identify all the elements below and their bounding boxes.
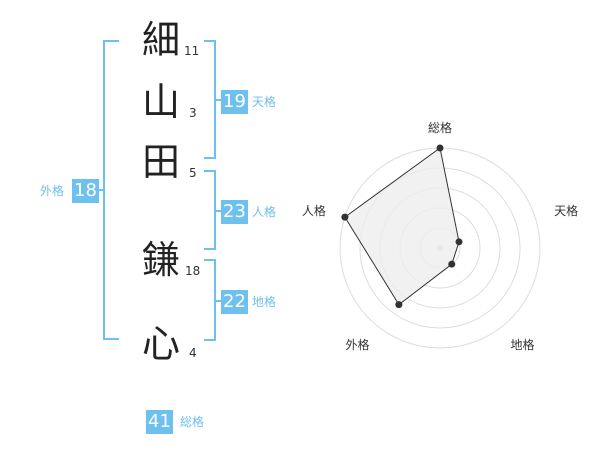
stroke-count-5: 4 — [189, 346, 197, 360]
name-char-2: 山 — [141, 80, 180, 124]
chikaku-tick — [214, 300, 222, 302]
radar-axis-label-5: 人格 — [302, 203, 326, 218]
gaikaku-bracket — [103, 40, 119, 340]
stroke-count-2: 3 — [189, 106, 197, 120]
name-char-1: 細 — [141, 18, 180, 62]
chikaku-value: 22 — [221, 290, 248, 314]
gaikaku-label: 外格 — [40, 184, 65, 198]
radar-axis-label-1: 総格 — [428, 120, 452, 135]
jinkaku-tick — [214, 210, 222, 212]
tenkaku-tick — [214, 99, 222, 101]
radar-polygon — [344, 147, 460, 306]
tenkaku-label: 天格 — [252, 95, 277, 109]
name-char-5: 心 — [141, 322, 180, 366]
gaikaku-tick — [95, 189, 105, 191]
chikaku-label: 地格 — [252, 295, 277, 309]
stroke-count-4: 18 — [185, 264, 201, 278]
tenkaku-value: 19 — [221, 90, 248, 114]
stroke-count-3: 5 — [189, 166, 197, 180]
gaikaku-value: 18 — [72, 179, 99, 203]
soukaku-value: 41 — [146, 410, 173, 434]
radar-axis-label-4: 外格 — [345, 337, 369, 352]
radar-point-2 — [455, 238, 463, 246]
soukaku-label: 総格 — [180, 415, 205, 429]
name-char-4: 鎌 — [141, 238, 180, 282]
radar-point-5 — [341, 213, 349, 221]
radar-point-3 — [448, 260, 456, 268]
radar-point-4 — [395, 301, 403, 309]
radar-axis-label-3: 地格 — [511, 337, 535, 352]
jinkaku-value: 23 — [221, 200, 248, 224]
radar-point-1 — [436, 144, 444, 152]
stroke-count-1: 11 — [184, 44, 200, 58]
name-char-3: 田 — [141, 140, 180, 184]
radar-axis-label-2: 天格 — [554, 203, 578, 218]
jinkaku-label: 人格 — [252, 205, 277, 219]
